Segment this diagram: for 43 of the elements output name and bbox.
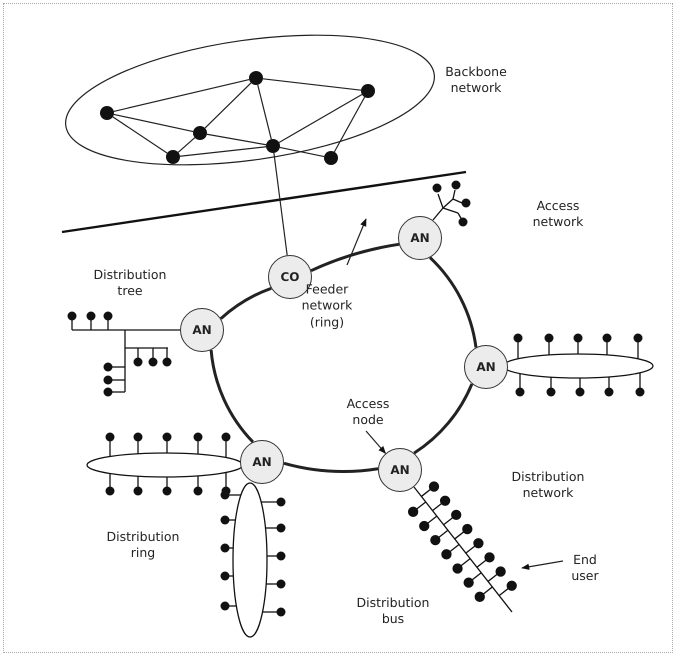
backbone-node-dot [249, 71, 263, 85]
feeder-ring-link [220, 286, 272, 320]
backbone-node-dot [166, 150, 180, 164]
backbone-node-dot [361, 84, 375, 98]
link-line [114, 114, 194, 132]
link-line [334, 96, 366, 152]
arrow [521, 560, 564, 570]
backbone-node-dot [324, 151, 338, 165]
arrow [346, 218, 367, 266]
callout-label: Feeder network (ring) [300, 282, 354, 330]
feeder-ring-link [310, 242, 400, 272]
network-node-circle: AN [378, 448, 422, 492]
area-label: Distribution network [510, 468, 586, 502]
link-line [278, 94, 362, 144]
feeder-ring-link [413, 383, 474, 454]
feeder-ring-link [210, 350, 254, 443]
link-line [112, 116, 168, 154]
feeder-ring-link [428, 256, 478, 348]
callout-label: End user [570, 552, 600, 584]
network-label: Backbone network [444, 64, 508, 96]
callout-label: Access node [346, 396, 390, 428]
area-label: Access network [532, 198, 584, 230]
backbone-node-dot [193, 126, 207, 140]
area-label: Distribution ring [106, 528, 180, 562]
feeder-ring-link [284, 462, 378, 473]
area-label: Distribution bus [356, 594, 430, 628]
network-node-circle: AN [398, 216, 442, 260]
link-line [114, 79, 250, 112]
area-label: Distribution tree [92, 266, 168, 300]
link-line [206, 134, 266, 146]
network-node-circle: AN [240, 440, 284, 484]
backbone-node-dot [100, 106, 114, 120]
backbone-node-dot [266, 139, 280, 153]
link-line [257, 84, 272, 140]
arrow [366, 430, 386, 454]
link-line [273, 152, 288, 256]
link-line [180, 146, 266, 157]
link-line [204, 82, 252, 129]
link-line [178, 137, 196, 153]
network-node-circle: AN [464, 345, 508, 389]
network-node-circle: AN [180, 308, 224, 352]
link-line [280, 146, 324, 158]
link-line [262, 78, 362, 91]
